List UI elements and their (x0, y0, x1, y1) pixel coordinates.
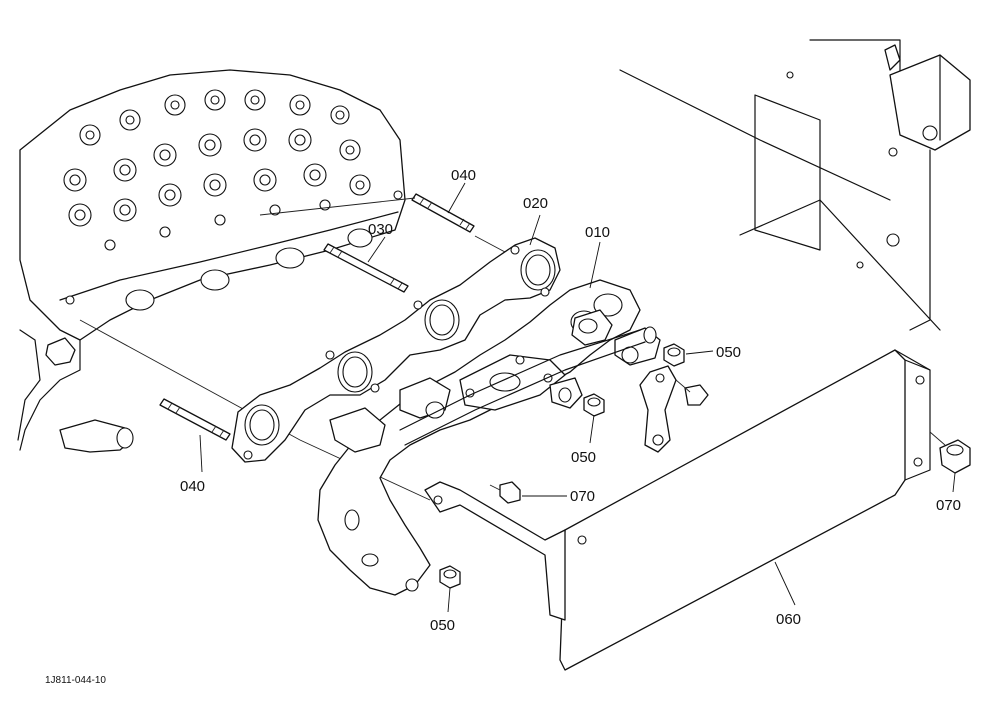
valve-holes (63, 89, 371, 251)
heat-shield (559, 349, 931, 671)
nut-050-mid (583, 393, 605, 417)
stud-040-upper (411, 193, 475, 233)
callout-070-right: 070 (936, 497, 961, 514)
nut-050-top (663, 343, 685, 367)
callout-040-upper: 040 (451, 167, 476, 184)
radiator-frame (619, 39, 971, 331)
nut-050-bottom (439, 565, 461, 589)
leader-lines (199, 182, 956, 613)
stud-040-lower (159, 398, 231, 441)
callout-050-right: 050 (716, 344, 741, 361)
exhaust-gasket (231, 237, 561, 463)
callout-050-bottom: 050 (430, 617, 455, 634)
bolt-070-left (489, 481, 521, 504)
cylinder-head (17, 69, 406, 453)
bolt-070-right (929, 431, 971, 474)
callout-030: 030 (368, 221, 393, 238)
shield-bracket (424, 481, 566, 621)
callout-060: 060 (776, 611, 801, 628)
drawing-code: 1J811-044-10 (45, 675, 106, 686)
exhaust-manifold (317, 279, 661, 596)
stud-030 (323, 243, 409, 293)
small-bracket (639, 365, 677, 453)
callout-040-lower: 040 (180, 478, 205, 495)
callout-010: 010 (585, 224, 610, 241)
callout-020: 020 (523, 195, 548, 212)
bolt-bracket (675, 379, 709, 406)
callout-050-middle: 050 (571, 449, 596, 466)
callout-070-middle: 070 (570, 488, 595, 505)
